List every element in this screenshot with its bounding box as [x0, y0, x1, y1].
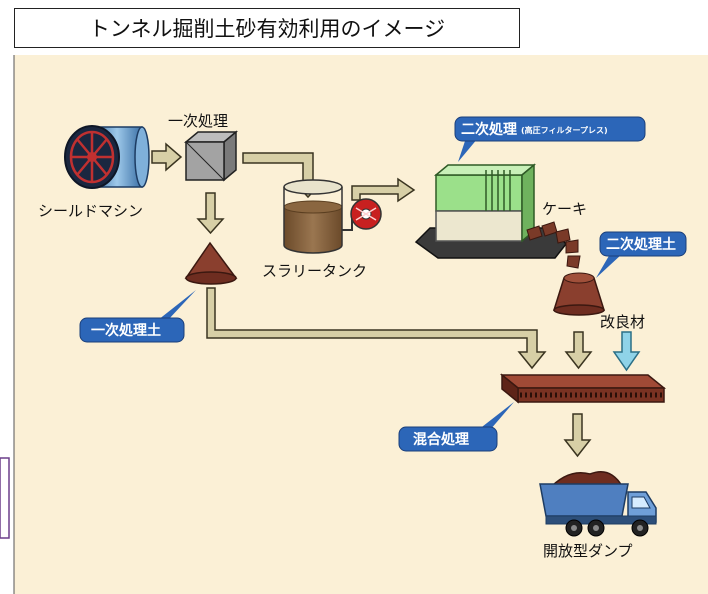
secondary-soil-pile — [552, 272, 606, 316]
secondary-treatment-tag: 二次処理 (高圧フィルタープレス) — [454, 116, 646, 162]
primary-treatment-label: 一次処理 — [168, 112, 228, 130]
primary-soil-tag-text: 一次処理土 — [91, 322, 161, 339]
dump-truck-label: 開放型ダンプ — [543, 542, 633, 560]
primary-soil-tag: 一次処理土 — [79, 290, 196, 343]
mixing-tag: 混合処理 — [398, 402, 514, 452]
secondary-treatment-tag-text: 二次処理 — [461, 121, 517, 138]
pump-icon — [342, 198, 382, 231]
dump-truck-icon — [539, 471, 657, 537]
secondary-treatment-tag-note: (高圧フィルタープレス) — [521, 125, 608, 135]
secondary-soil-tag-text: 二次処理土 — [606, 236, 676, 253]
pipe-primary-soil-to-mixer — [206, 287, 547, 370]
arrow-improvement-material — [612, 331, 641, 372]
mixer-trough-icon — [499, 373, 667, 404]
arrow-shield-to-primary — [151, 142, 183, 172]
shield-machine-label: シールドマシン — [38, 202, 143, 220]
title-box: トンネル掘削土砂有効利用のイメージ — [14, 8, 520, 48]
secondary-soil-tag: 二次処理土 — [596, 231, 687, 278]
cake-label: ケーキ — [542, 200, 587, 218]
shield-machine-icon — [64, 125, 150, 189]
slurry-tank-label: スラリータンク — [262, 262, 367, 280]
improvement-material-label: 改良材 — [600, 313, 645, 331]
arrow-mixer-to-truck — [563, 413, 592, 458]
primary-soil-pile — [184, 241, 238, 285]
slurry-tank-icon — [283, 179, 343, 254]
diagram-title: トンネル掘削土砂有効利用のイメージ — [88, 17, 446, 41]
mixing-tag-text: 混合処理 — [413, 431, 469, 448]
arrow-tank-to-press — [351, 177, 416, 203]
arrow-secondary-soil-down — [564, 331, 593, 370]
cake-pieces-icon — [526, 221, 581, 269]
side-box — [0, 457, 10, 539]
primary-treatment-icon — [183, 130, 239, 182]
arrow-primary-down — [196, 192, 225, 235]
